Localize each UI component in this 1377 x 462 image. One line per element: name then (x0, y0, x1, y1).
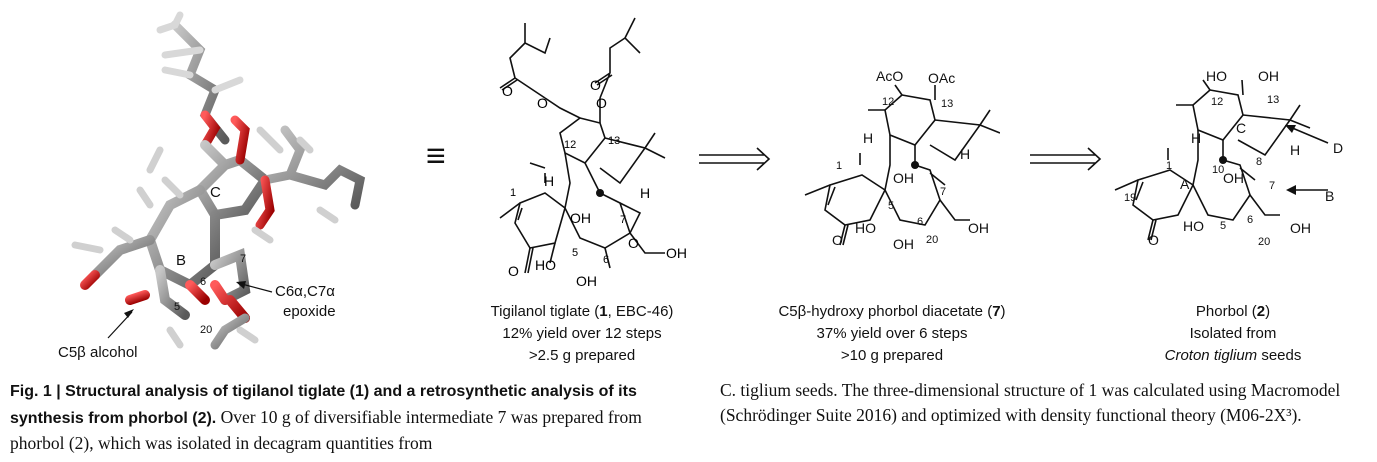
retrosynthetic-arrow-1 (699, 147, 771, 171)
epoxide-label-2: epoxide (283, 303, 336, 320)
p-n19: 19 (1124, 192, 1137, 204)
t-o-carbonyl2: O (590, 77, 601, 93)
p-n13: 13 (1267, 94, 1280, 106)
p-oh-13: OH (1258, 68, 1279, 84)
p-h-1: H (1191, 130, 1202, 146)
structure-phorbol (1114, 79, 1329, 241)
p-ring-c: C (1236, 120, 1247, 136)
p-oh-9: OH (1223, 170, 1244, 186)
compound2-species: Croton tiglium (1164, 347, 1258, 364)
p-n20: 20 (1258, 236, 1271, 248)
epoxide-label: C6α,C7α (275, 282, 335, 302)
c7-n7: 7 (940, 186, 947, 198)
c7-n13: 13 (941, 98, 954, 110)
t-n13: 13 (608, 135, 620, 147)
figure-panel: C B 6 7 5 20 C6α,C7α epoxide C5β alcohol… (58, 11, 1344, 366)
p-h-2: H (1290, 142, 1301, 158)
p-oh-20: OH (1290, 220, 1311, 236)
compound1-name: Tigilanol tiglate (1, EBC-46) (491, 302, 674, 322)
c7-oac: OAc (928, 70, 956, 86)
c7-n12: 12 (882, 96, 895, 108)
c7-n1: 1 (836, 160, 843, 172)
t-h-1: H (544, 173, 554, 189)
compound7-name-pre: C5β-hydroxy phorbol diacetate ( (778, 303, 993, 320)
caption-left-body: Over 10 g of diversifiable intermediate … (10, 406, 642, 454)
compound2-seeds-text: seeds (1257, 347, 1302, 364)
epoxide-label-line1: C6α,C7α (275, 283, 335, 300)
p-ring-a: A (1180, 176, 1190, 192)
structure-tigilanol-tiglate: O O O O 12 13 H H 1 OH 7 O 5 6 O HO OH O… (499, 17, 687, 289)
3d-ring-label-c: C (210, 184, 221, 201)
c7-h-1: H (863, 130, 874, 146)
3d-model-image: C B 6 7 5 20 (71, 11, 366, 350)
compound7-number: 7 (992, 303, 1001, 320)
p-n5: 5 (1220, 220, 1227, 232)
3d-ring-label-b: B (176, 252, 186, 269)
t-h-2: H (640, 185, 650, 201)
c7-oh-5: OH (893, 236, 914, 252)
compound2-seeds: Croton tiglium seeds (1165, 346, 1302, 366)
t-n5: 5 (572, 247, 578, 259)
compound7-name-post: ) (1000, 303, 1006, 320)
p-n12: 12 (1211, 96, 1224, 108)
t-n7: 7 (620, 214, 626, 226)
p-n8: 8 (1256, 156, 1263, 168)
3d-pos-5: 5 (174, 301, 180, 313)
c7-o-ketone: O (832, 232, 843, 248)
compound7-name: C5β-hydroxy phorbol diacetate (7) (778, 302, 1005, 322)
c7-aco: AcO (876, 68, 904, 84)
compound2-name-post: ) (1265, 303, 1271, 320)
alcohol-label: C5β alcohol (58, 344, 138, 361)
equivalence-symbol: ≡ (426, 137, 446, 175)
compound1-amount: >2.5 g prepared (528, 347, 636, 364)
structure-compound-7 (804, 84, 1000, 246)
compound2-number: 2 (1256, 303, 1266, 320)
figure-caption-left: Fig. 1 | Structural analysis of tigilano… (10, 378, 695, 456)
t-oh-5: OH (576, 273, 597, 289)
c7-ho-4: HO (855, 220, 876, 236)
c7-n5: 5 (888, 200, 895, 212)
t-o-ester2: O (596, 95, 607, 111)
caption-fig-label: Fig. 1 | (10, 383, 66, 400)
t-oh-9: OH (570, 210, 591, 226)
c7-oh-9: OH (893, 170, 914, 186)
p-ho-4: HO (1183, 218, 1204, 234)
p-n10: 10 (1212, 164, 1225, 176)
p-n7: 7 (1269, 180, 1276, 192)
t-o-ester1: O (537, 95, 548, 111)
t-o-ketone: O (508, 263, 519, 279)
p-arrow-label-b: B (1325, 188, 1335, 204)
c7-oh-20: OH (968, 220, 989, 236)
t-n1: 1 (510, 187, 516, 199)
compound7-amount: >10 g prepared (840, 347, 944, 364)
p-n1: 1 (1166, 160, 1173, 172)
t-o-carbonyl1: O (502, 83, 513, 99)
compound1-name-pre: Tigilanol tiglate ( (490, 303, 600, 320)
p-o-ketone: O (1148, 232, 1159, 248)
t-ho-4: HO (535, 257, 556, 273)
p-arrow-label-d: D (1333, 140, 1344, 156)
compound1-name-post: , EBC-46) (607, 303, 674, 320)
t-o-epoxide: O (628, 235, 639, 251)
compound2-name-pre: Phorbol ( (1195, 303, 1257, 320)
t-n12: 12 (564, 139, 576, 151)
3d-pos-7: 7 (240, 253, 246, 265)
caption-title: Structural analysis of tigilanol tiglate… (10, 383, 637, 427)
compound1-yield: 12% yield over 12 steps (502, 325, 662, 342)
figure-caption-right: C. tiglium seeds. The three-dimensional … (720, 380, 1341, 425)
retrosynthetic-arrow-2 (1030, 147, 1102, 171)
c7-h-2: H (960, 146, 971, 162)
t-oh-20: OH (666, 245, 687, 261)
p-ho-12: HO (1206, 68, 1227, 84)
p-n6: 6 (1247, 214, 1254, 226)
c7-n20: 20 (926, 234, 939, 246)
compound1-number: 1 (599, 303, 608, 320)
c7-n6: 6 (917, 216, 924, 228)
t-n6: 6 (603, 254, 609, 266)
compound7-yield: 37% yield over 6 steps (816, 325, 968, 342)
3d-pos-20: 20 (200, 324, 212, 336)
compound2-source: Isolated from (1189, 325, 1277, 342)
3d-pos-6: 6 (200, 276, 206, 288)
compound2-name: Phorbol (2) (1196, 302, 1270, 322)
